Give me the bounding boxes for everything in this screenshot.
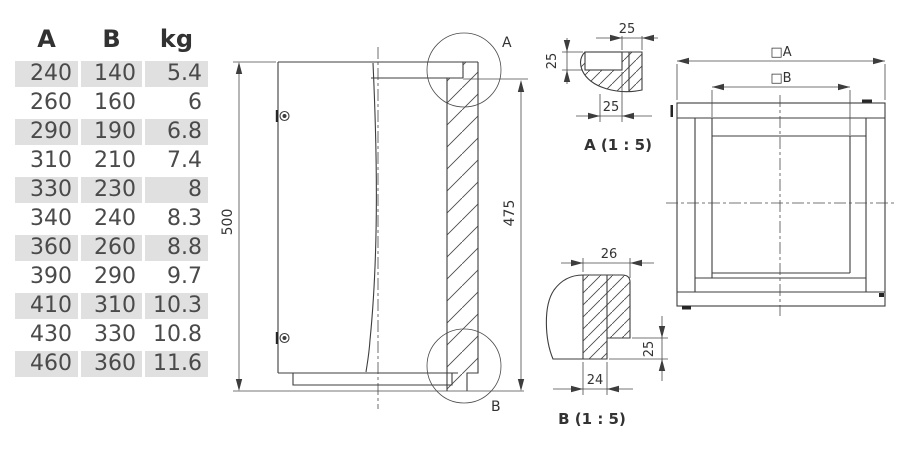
table-cell: 390 xyxy=(30,264,72,289)
detail-a-ref-label: A xyxy=(502,35,512,51)
table-cell: 5.4 xyxy=(145,61,208,87)
table-cell: 160 xyxy=(94,90,136,115)
table-cell: 240 xyxy=(94,206,136,231)
table-cell: 6 xyxy=(188,90,202,115)
front-view-inner-dim: □B xyxy=(770,71,791,86)
table-cell: 10.8 xyxy=(153,322,202,347)
table-cell: 330 xyxy=(15,177,78,203)
table-cell: 8.8 xyxy=(145,235,208,261)
table-cell: 330 xyxy=(94,322,136,347)
front-view: □A □B xyxy=(666,45,895,316)
table-cell: 290 xyxy=(94,264,136,289)
table-cell: 310 xyxy=(81,293,142,319)
table-row: 310 210 7.4 xyxy=(15,148,208,174)
side-view: A B 500 475 xyxy=(220,32,528,415)
table-cell: 7.4 xyxy=(167,148,202,173)
table-cell: 340 xyxy=(30,206,72,231)
dim-475-label: 475 xyxy=(502,200,518,227)
table-cell: 8 xyxy=(145,177,208,203)
detail-a-view: 25 25 25 A (1 : 5) xyxy=(545,22,658,154)
table-cell: 410 xyxy=(15,293,78,319)
dim-500-label: 500 xyxy=(220,209,236,236)
table-cell: 240 xyxy=(15,61,78,87)
table-cell: 190 xyxy=(81,119,142,145)
table-cell: 290 xyxy=(15,119,78,145)
table-row: 260 160 6 xyxy=(15,90,208,116)
table-row: 430 330 10.8 xyxy=(15,322,208,348)
table-cell: 6.8 xyxy=(145,119,208,145)
table-cell: 430 xyxy=(30,322,72,347)
table-cell: 360 xyxy=(81,351,142,377)
detail-b-view: 26 25 24 B (1 : 5) xyxy=(545,247,668,428)
detail-b-callout-circle xyxy=(426,328,502,404)
detail-a-top-dim: 25 xyxy=(619,22,636,37)
detail-a-side-dim: 25 xyxy=(545,53,560,70)
column-header-a: A xyxy=(37,25,56,53)
table-cell: 140 xyxy=(81,61,142,87)
detail-b-title: B (1 : 5) xyxy=(558,410,626,428)
table-cell: 11.6 xyxy=(145,351,208,377)
table-cell: 460 xyxy=(15,351,78,377)
front-view-outer-dim: □A xyxy=(770,45,791,60)
detail-b-top-dim: 26 xyxy=(601,247,618,262)
column-header-b: B xyxy=(102,25,121,53)
table-cell: 310 xyxy=(30,148,72,173)
table-cell: 260 xyxy=(30,90,72,115)
table-cell: 9.7 xyxy=(167,264,202,289)
detail-a-bottom-dim: 25 xyxy=(603,100,620,115)
detail-a-title: A (1 : 5) xyxy=(584,136,652,154)
column-header-kg: kg xyxy=(159,25,194,53)
table-cell: 260 xyxy=(81,235,142,261)
detail-b-bottom-dim: 24 xyxy=(587,373,604,388)
table-row: 340 240 8.3 xyxy=(15,206,208,232)
table-row: 390 290 9.7 xyxy=(15,264,208,290)
detail-b-ref-label: B xyxy=(491,399,501,415)
table-cell: 10.3 xyxy=(145,293,208,319)
detail-b-side-dim: 25 xyxy=(642,341,657,358)
table-cell: 8.3 xyxy=(167,206,202,231)
detail-a-callout-circle xyxy=(426,32,502,108)
table-cell: 210 xyxy=(94,148,136,173)
table-cell: 230 xyxy=(81,177,142,203)
table-cell: 360 xyxy=(15,235,78,261)
table-header-row: A B kg xyxy=(15,24,208,54)
